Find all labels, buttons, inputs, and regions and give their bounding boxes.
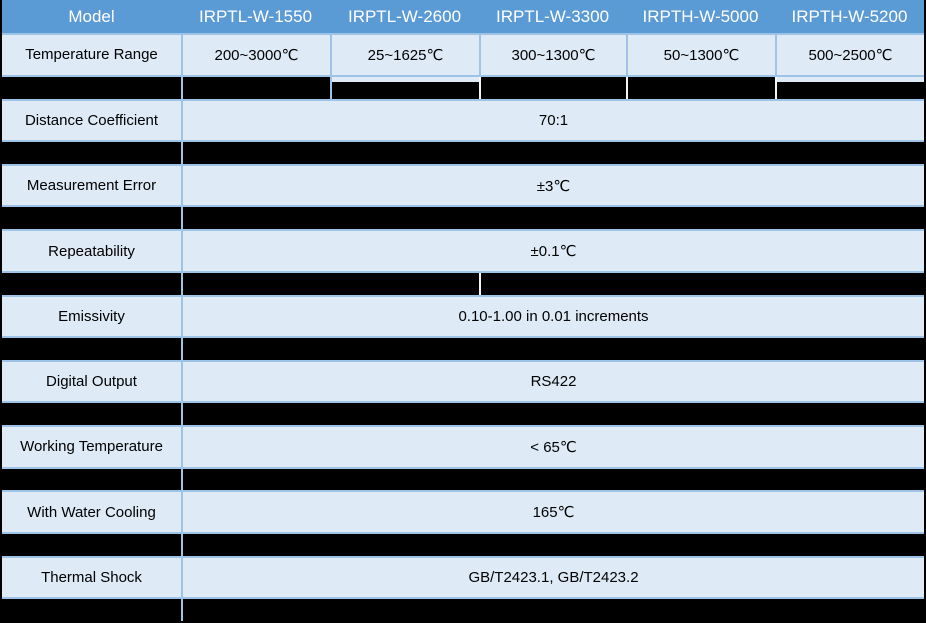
redacted-row [2,532,924,557]
spec-row-measurement-error: Measurement Error ±3℃ [2,163,924,206]
header-model-irpth-w-5000: IRPTH-W-5000 [642,6,759,26]
spec-label-cell: Repeatability [2,231,181,272]
redacted-cell [181,273,479,296]
spec-value-cell: 50~1300℃ [626,35,775,75]
temperature-range-row: Temperature Range 200~3000℃ 25~1625℃ 300… [2,33,924,75]
spec-label-cell: With Water Cooling [2,492,181,533]
redacted-row [2,400,924,425]
spec-value-cell: 70:1 [181,100,924,140]
spec-label-cell: Distance Coefficient [2,100,181,140]
spec-row-repeatability: Repeatability ±0.1℃ [2,229,924,272]
redacted-cell [2,599,181,622]
redacted-cell [181,338,924,360]
spec-value-cell: 25~1625℃ [330,35,479,75]
redacted-row [2,205,924,230]
redacted-cell [330,76,479,99]
spec-value-cell: 200~3000℃ [181,35,330,75]
redacted-cell [181,402,924,425]
redacted-row [2,74,924,99]
spec-value-cell: 165℃ [181,492,924,533]
redacted-row [2,597,924,622]
spec-value-cell: 300~1300℃ [479,35,626,75]
redacted-row [2,466,924,491]
spec-value-cell: 0.10-1.00 in 0.01 increments [181,297,924,337]
header-model-irptl-w-1550: IRPTL-W-1550 [198,6,313,26]
header-model-irptl-w-2600: IRPTL-W-2600 [347,6,462,26]
spec-row-digital-output: Digital Output RS422 [2,359,924,401]
redacted-cell [181,141,924,164]
spec-label-cell: Emissivity [2,297,181,337]
redacted-cell [2,273,181,296]
spec-value-cell: ±0.1℃ [181,231,924,272]
redacted-row [2,139,924,164]
redacted-cell [479,76,626,99]
redacted-cell [2,402,181,425]
table-header-row: Model IRPTL-W-1550 IRPTL-W-2600 IRPTL-W-… [2,0,924,33]
spec-row-distance-coefficient: Distance Coefficient 70:1 [2,98,924,140]
redacted-cell [2,141,181,164]
spec-label-cell: Digital Output [2,361,181,401]
redacted-cell [479,273,924,296]
spec-row-thermal-shock: Thermal Shock GB/T2423.1, GB/T2423.2 [2,556,924,598]
spec-row-emissivity: Emissivity 0.10-1.00 in 0.01 increments [2,295,924,337]
spec-value-cell: ±3℃ [181,165,924,206]
redacted-row [2,271,924,296]
redacted-cell [626,76,775,99]
redacted-cell [181,468,924,491]
spec-label-cell: Temperature Range [2,35,181,75]
header-model-irptl-w-3300: IRPTL-W-3300 [495,6,610,26]
redacted-cell [181,207,924,230]
spec-value-cell: 500~2500℃ [775,35,924,75]
redacted-cell [2,76,181,99]
header-model-label: Model [68,6,115,26]
spec-label-cell: Thermal Shock [2,558,181,598]
redacted-cell [2,338,181,360]
spec-value-cell: GB/T2423.1, GB/T2423.2 [181,558,924,598]
redacted-cell [181,534,924,557]
spec-label-cell: Measurement Error [2,165,181,206]
redacted-cell [181,76,330,99]
spec-label-cell: Working Temperature [2,426,181,467]
redacted-cell [181,599,924,622]
redacted-cell [775,76,924,99]
spec-value-cell: RS422 [181,361,924,401]
header-model-irpth-w-5200: IRPTH-W-5200 [791,6,908,26]
redacted-row [2,336,924,360]
spec-value-cell: < 65℃ [181,426,924,467]
spec-row-working-temperature: Working Temperature < 65℃ [2,424,924,467]
redacted-cell [2,534,181,557]
redacted-cell [2,207,181,230]
spec-row-with-water-cooling: With Water Cooling 165℃ [2,490,924,533]
redacted-cell [2,468,181,491]
